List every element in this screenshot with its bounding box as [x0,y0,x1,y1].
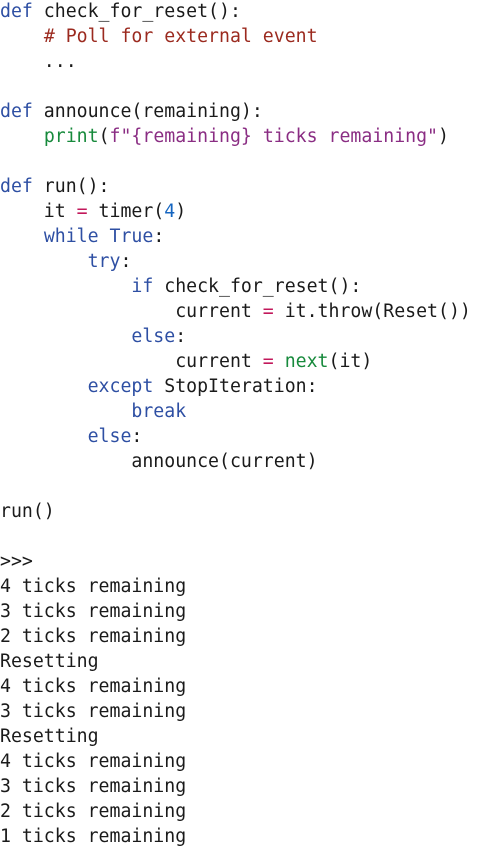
code-line: Resetting [0,724,471,749]
code-token: # Poll for external event [43,26,318,47]
code-token: ( [98,126,110,147]
code-token: check_for_reset(): [153,276,362,297]
code-token: 4 ticks remaining [0,751,187,772]
code-line: >>> [0,549,471,574]
code-line: 3 ticks remaining [0,599,471,624]
code-token: 1 ticks remaining [0,826,187,847]
code-token: Resetting [0,726,99,747]
code-line: 2 ticks remaining [0,799,471,824]
code-token: True [109,226,154,247]
code-line: current = next(it) [0,349,471,374]
code-token: : [131,426,143,447]
code-line: current = it.throw(Reset()) [0,299,471,324]
code-line: 4 ticks remaining [0,749,471,774]
code-line [0,149,471,174]
code-line [0,524,471,549]
code-token: if [131,276,154,297]
code-token: it [0,201,77,222]
code-token [0,276,131,297]
code-token: it.throw(Reset()) [273,301,471,322]
code-token [0,251,88,272]
code-token: : [120,251,132,272]
code-token: = [262,301,274,322]
code-line: 3 ticks remaining [0,699,471,724]
code-token: : [175,326,187,347]
code-token: >>> [0,551,33,572]
code-line: 4 ticks remaining [0,674,471,699]
code-line: # Poll for external event [0,24,471,49]
code-token: (it) [328,351,373,372]
code-line: else: [0,324,471,349]
code-token [0,26,44,47]
code-token: 2 ticks remaining [0,626,187,647]
code-token: def [0,176,33,197]
code-line: def run(): [0,174,471,199]
code-token: else [87,426,132,447]
code-line: 4 ticks remaining [0,574,471,599]
document-page: def check_for_reset(): # Poll for extern… [0,1,471,847]
code-line: print(f"{remaining} ticks remaining") [0,124,471,149]
code-token: try [87,251,121,272]
code-token [0,226,44,247]
code-token: 3 ticks remaining [0,601,187,622]
code-line: else: [0,424,471,449]
code-token [99,226,110,247]
code-line [0,74,471,99]
code-token: check_for_reset(): [32,1,241,22]
code-token: next [284,351,329,372]
code-line: except StopIteration: [0,374,471,399]
code-token: current [0,351,263,372]
code-line: 2 ticks remaining [0,624,471,649]
code-line: ... [0,49,471,74]
code-line: def announce(remaining): [0,99,471,124]
code-token: 4 ticks remaining [0,676,187,697]
code-token: ) [175,201,187,222]
code-line: break [0,399,471,424]
code-token: break [131,401,187,422]
code-line: announce(current) [0,449,471,474]
code-line: def check_for_reset(): [0,0,471,24]
code-token [0,126,44,147]
code-token: 2 ticks remaining [0,801,187,822]
code-token: announce(current) [0,451,318,472]
code-token: 4 [164,201,176,222]
code-line: if check_for_reset(): [0,274,471,299]
code-token: f"{remaining} ticks remaining" [109,126,439,147]
code-line: try: [0,249,471,274]
code-line: 3 ticks remaining [0,774,471,799]
code-line: while True: [0,224,471,249]
code-token: StopIteration: [153,376,318,397]
code-token [0,426,88,447]
code-token: Resetting [0,651,99,672]
code-token: except [87,376,154,397]
code-token: 3 ticks remaining [0,701,187,722]
code-token: 3 ticks remaining [0,776,187,797]
code-token: else [131,326,176,347]
code-token: timer( [87,201,165,222]
code-token: ) [438,126,449,147]
code-line: Resetting [0,649,471,674]
code-token [0,326,131,347]
code-line: 1 ticks remaining [0,824,471,849]
code-token [274,351,285,372]
code-token [0,376,88,397]
code-token: def [0,1,33,22]
code-token: : [153,226,165,247]
code-token: run() [0,501,55,522]
code-token: = [76,201,88,222]
code-token [0,401,131,422]
code-token: announce(remaining): [32,101,263,122]
code-line: it = timer(4) [0,199,471,224]
code-listing: def check_for_reset(): # Poll for extern… [0,0,471,849]
code-token: = [262,351,274,372]
code-token: while [43,226,99,247]
code-line [0,474,471,499]
code-token: current [0,301,263,322]
code-token: print [43,126,99,147]
code-line: run() [0,499,471,524]
code-token: ... [0,51,77,72]
code-token: 4 ticks remaining [0,576,187,597]
code-token: def [0,101,33,122]
code-token: run(): [32,176,110,197]
